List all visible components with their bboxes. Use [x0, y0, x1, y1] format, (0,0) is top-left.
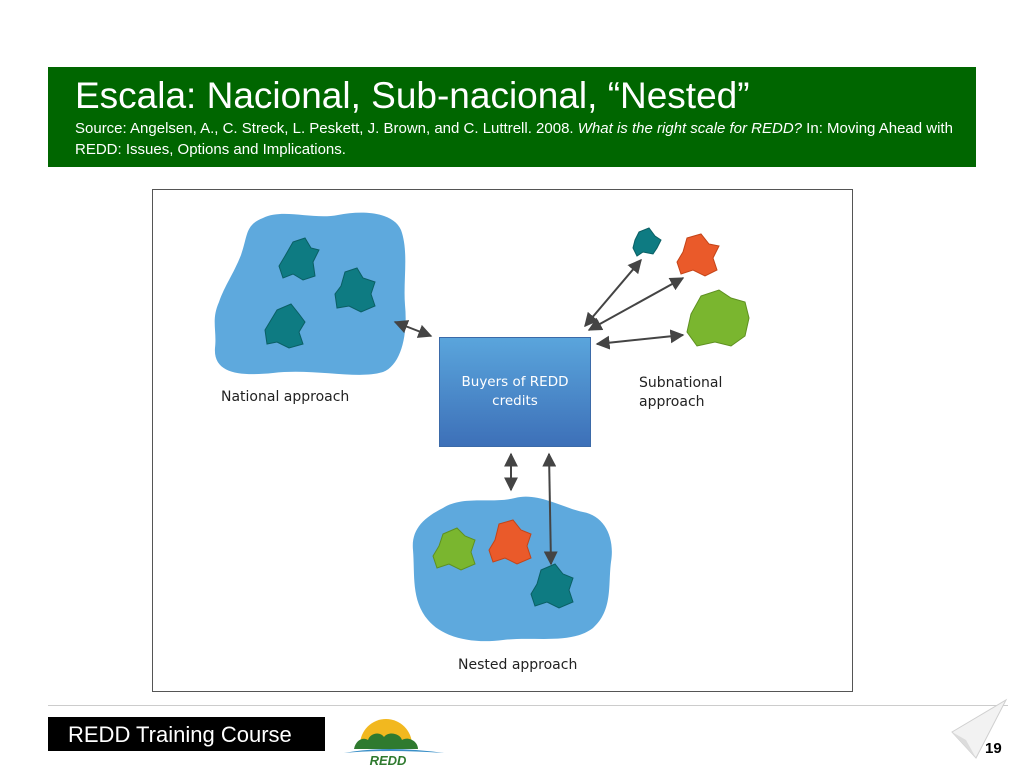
arrow-national-buyers — [393, 320, 433, 338]
national-land — [214, 212, 406, 375]
redd-scale-figure: Buyers of REDD credits National approach… — [152, 189, 853, 692]
nested-land — [412, 496, 612, 642]
redd-logo: REDD — [344, 719, 444, 768]
buyers-label-line2: credits — [492, 393, 538, 409]
subnational-orange-patch — [676, 233, 720, 277]
national-teal-patch-1 — [278, 237, 320, 281]
nested-teal-patch — [530, 563, 574, 609]
source-suffix: In: Moving Ahead with REDD: Issues, Opti… — [75, 120, 953, 158]
arrow-buyers-lime — [595, 329, 685, 350]
logo-text: REDD — [370, 753, 407, 768]
national-approach-label: National approach — [221, 389, 350, 405]
title-banner: Escala: Nacional, Sub-nacional, “Nested”… — [48, 67, 976, 167]
subnational-approach-label: Subnational approach — [639, 374, 722, 412]
source-prefix: Source: Angelsen, A., C. Streck, L. Pesk… — [75, 120, 578, 137]
national-teal-patch-2 — [334, 267, 376, 313]
arrow-buyers-orange — [587, 277, 685, 331]
page-number: 19 — [985, 740, 1002, 757]
national-teal-patch-3 — [264, 303, 306, 349]
course-banner: REDD Training Course — [48, 717, 325, 751]
slide-title: Escala: Nacional, Sub-nacional, “Nested” — [75, 75, 750, 116]
subnational-teal-patch — [632, 227, 662, 257]
nested-orange-patch — [488, 519, 532, 565]
source-title: What is the right scale for REDD? — [577, 120, 803, 137]
subnational-label-line1: Subnational — [639, 375, 723, 391]
arrow-buyers-nested-long — [542, 452, 558, 566]
diagram-canvas — [214, 212, 750, 642]
nested-lime-patch — [432, 527, 476, 571]
subnational-label-line2: approach — [639, 394, 705, 410]
subnational-lime-patch — [686, 289, 750, 347]
nested-approach-label: Nested approach — [458, 657, 578, 673]
page-curl-icon — [951, 698, 1008, 759]
buyers-box: Buyers of REDD credits — [439, 337, 591, 447]
buyers-label-line1: Buyers of REDD — [461, 374, 569, 390]
footer-divider — [48, 705, 1008, 706]
logo-swoosh-icon — [344, 749, 444, 753]
logo-trees-icon — [354, 733, 418, 749]
source-citation: Source: Angelsen, A., C. Streck, L. Pesk… — [75, 118, 956, 160]
